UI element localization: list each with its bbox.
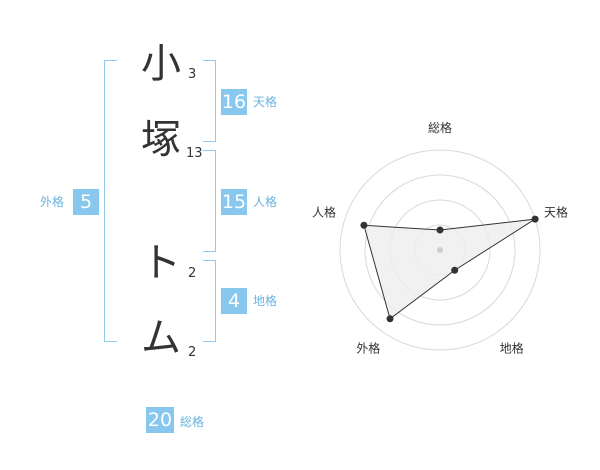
- radar-axis-label-0: 総格: [428, 120, 452, 135]
- radar-points: [360, 215, 539, 323]
- name-char-1: 小: [141, 41, 181, 87]
- name-char-4: ム: [141, 315, 181, 361]
- radar-axis-label-2: 地格: [500, 341, 524, 356]
- gai-label: 外格: [40, 195, 65, 209]
- ten-value-box: 16: [221, 89, 247, 115]
- name-char-1-strokes: 3: [188, 67, 197, 82]
- radar-point-4: [360, 221, 368, 229]
- name-char-3: ト: [141, 240, 181, 286]
- gai-value-box: 5: [73, 189, 99, 215]
- jin-value-box: 15: [221, 189, 247, 215]
- name-char-3-strokes: 2: [188, 266, 197, 281]
- name-char-4-strokes: 2: [188, 345, 197, 360]
- radar-point-1: [531, 215, 539, 223]
- sou-value-box: 20: [146, 407, 174, 433]
- radar-point-0: [436, 226, 444, 234]
- radar-point-3: [386, 315, 394, 323]
- radar-center-dot: [437, 247, 443, 253]
- radar-axis-label-4: 人格: [312, 204, 336, 219]
- radar-point-2: [451, 266, 459, 274]
- name-char-2: 塚: [141, 117, 181, 163]
- outer-bracket: [104, 60, 117, 342]
- jin-bracket: [203, 150, 216, 252]
- radar-axis-label-3: 外格: [356, 341, 380, 356]
- ten-bracket: [203, 60, 216, 142]
- chi-value-box: 4: [221, 288, 247, 314]
- radar-ring: [364, 174, 516, 326]
- chi-bracket: [203, 260, 216, 342]
- radar-axis-label-1: 天格: [544, 204, 568, 219]
- jin-label: 人格: [253, 195, 278, 209]
- chi-label: 地格: [253, 294, 278, 308]
- ten-label: 天格: [253, 95, 278, 109]
- name-char-2-strokes: 13: [186, 146, 203, 161]
- radar-ring: [339, 149, 541, 351]
- radar-area: [363, 218, 536, 320]
- sou-label: 総格: [180, 415, 205, 429]
